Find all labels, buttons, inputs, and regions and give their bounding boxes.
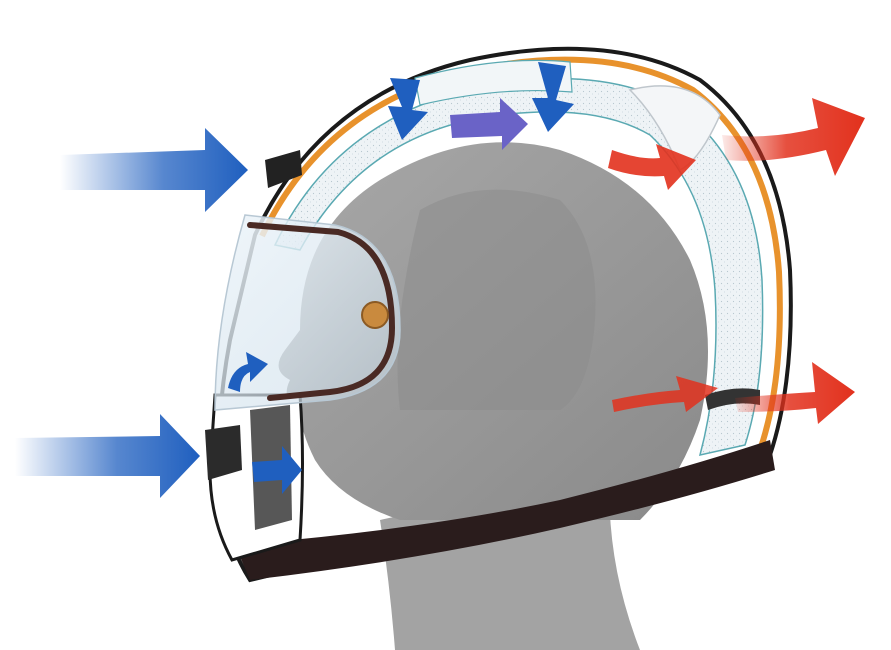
chin-vent: [205, 425, 242, 480]
intake-arrow-forehead: [60, 128, 248, 212]
internal-arrow-crown-left: [388, 78, 428, 140]
ear: [397, 189, 596, 410]
airflow-arrows: [15, 62, 865, 498]
helmet-shell: [216, 46, 793, 583]
internal-arrow-chin-in: [252, 446, 302, 494]
crown-channel: [414, 59, 573, 106]
exhaust-arrow-rear-spoiler-inner: [608, 144, 696, 190]
forehead-vent: [265, 150, 302, 188]
internal-arrow-chin-up: [228, 352, 268, 392]
internal-arrow-crown-channel: [450, 98, 528, 150]
exhaust-arrow-rear-lower: [735, 362, 855, 424]
exhaust-arrow-rear-spoiler: [722, 98, 865, 176]
shell-composite: [259, 56, 783, 451]
visor-pivot: [361, 301, 389, 329]
lower-trim: [235, 440, 775, 580]
exhaust-arrow-rear-lower-inner: [612, 376, 718, 412]
visor-seal: [247, 222, 396, 401]
internal-arrow-crown-right: [532, 62, 574, 132]
rear-exhaust-slot: [705, 388, 760, 410]
visor: [214, 214, 401, 411]
intake-arrow-chin: [15, 414, 200, 498]
rear-spoiler: [628, 85, 721, 172]
